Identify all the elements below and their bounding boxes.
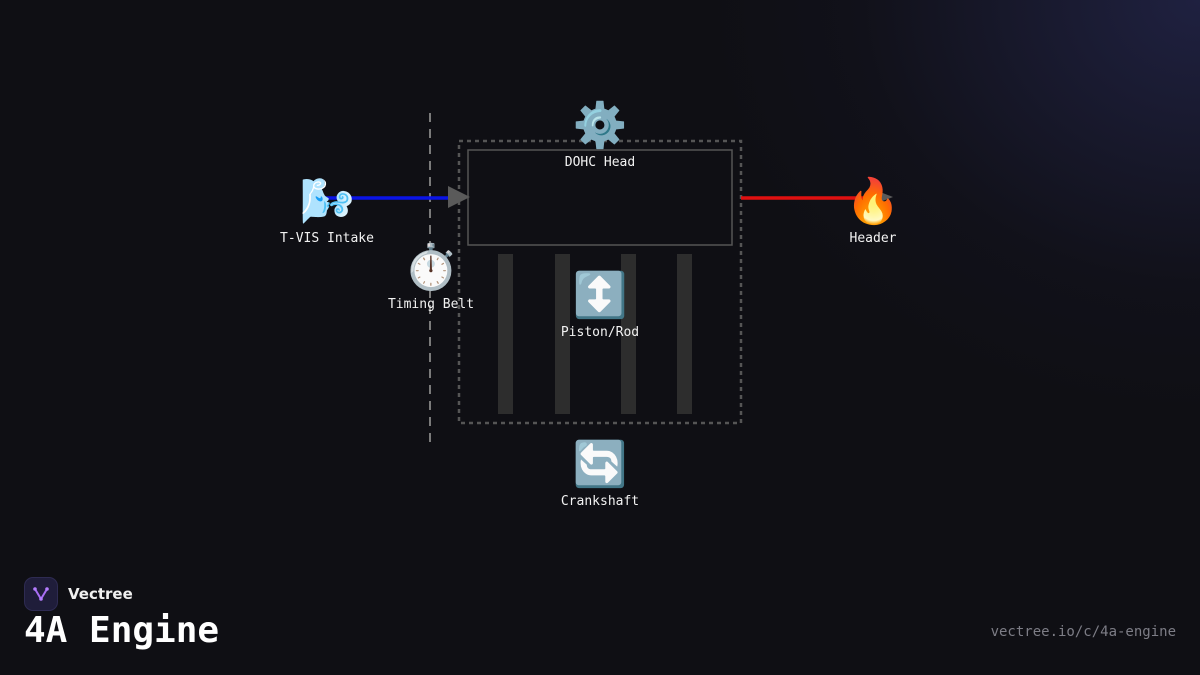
cylinder-3: [621, 254, 636, 414]
page-title: 4A Engine: [24, 610, 220, 651]
node-label: Piston/Rod: [560, 325, 640, 340]
stopwatch-icon: ⏱️: [403, 242, 459, 293]
node-label: Crankshaft: [560, 494, 640, 509]
cylinder-1: [498, 254, 513, 414]
node-label: T-VIS Intake: [280, 231, 374, 246]
engine-block-outline: [457, 139, 743, 425]
up-down-arrow-icon: ↕️: [572, 270, 628, 321]
node-dohc-head: ⚙️ DOHC Head: [564, 100, 636, 171]
brand-name: Vectree: [68, 585, 133, 603]
exhaust-arrowhead: [870, 188, 893, 206]
gear-icon: ⚙️: [572, 100, 628, 151]
cylinder-4: [677, 254, 692, 414]
node-label: Header: [849, 231, 897, 246]
node-timing-belt: ⏱️ Timing Belt: [387, 242, 475, 313]
node-header: 🔥 Header: [845, 176, 901, 247]
node-piston-rod: ↕️ Piston/Rod: [560, 270, 640, 341]
node-label: Timing Belt: [387, 297, 475, 312]
brand: Vectree: [24, 577, 133, 611]
cylinder-2: [555, 254, 570, 414]
fire-icon: 🔥: [845, 176, 901, 227]
node-tvis-intake: 🌬️ T-VIS Intake: [280, 176, 374, 247]
node-crankshaft: 🔄 Crankshaft: [560, 439, 640, 510]
cycle-arrows-icon: 🔄: [572, 439, 628, 490]
node-label: DOHC Head: [564, 155, 636, 170]
intake-arrowhead: [448, 186, 470, 208]
source-url[interactable]: vectree.io/c/4a-engine: [990, 624, 1176, 640]
vectree-logo-icon: [24, 577, 58, 611]
wind-icon: 🌬️: [299, 176, 355, 227]
